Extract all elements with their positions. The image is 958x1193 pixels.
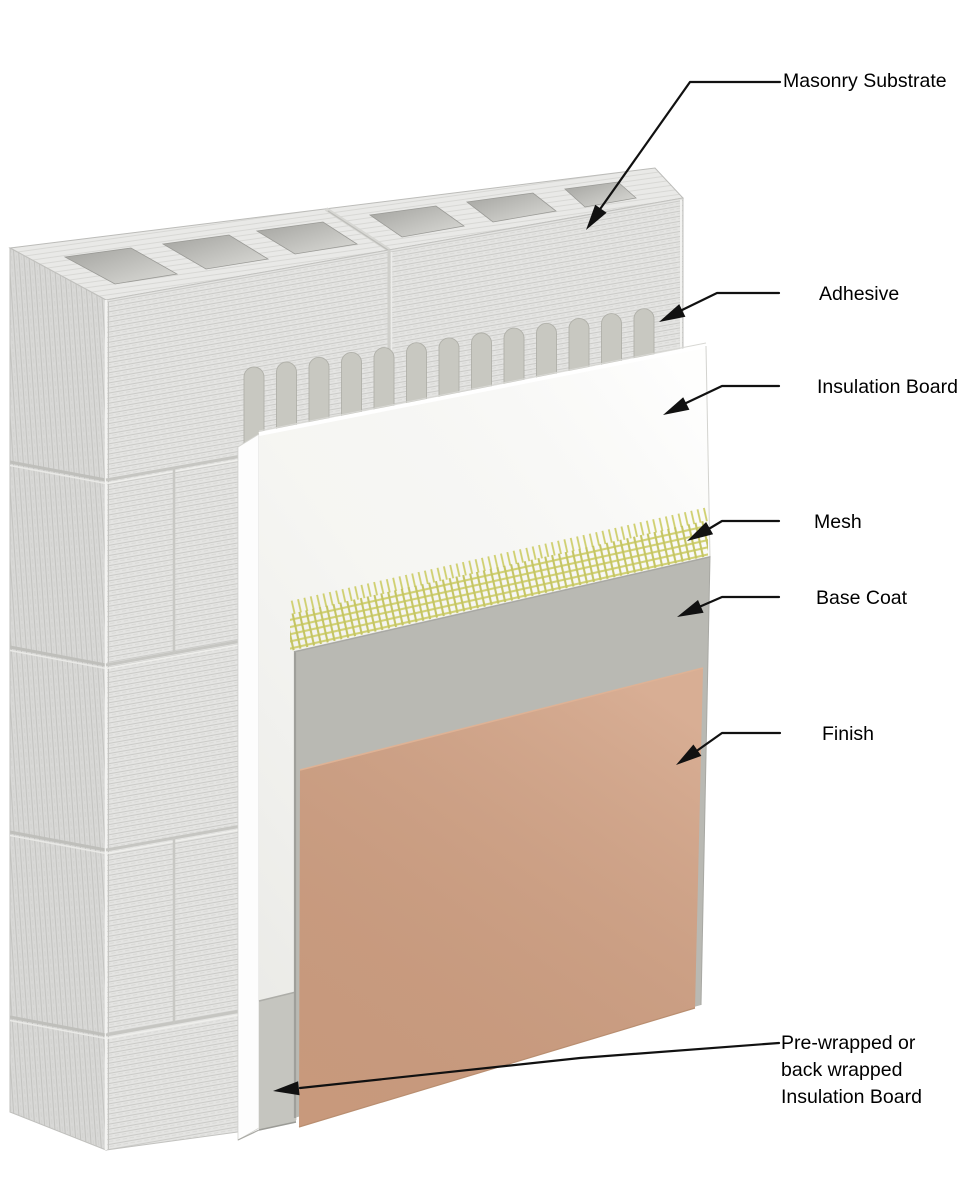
arrowhead-base-coat: [677, 600, 704, 617]
mesh-fringe: [290, 507, 708, 615]
leader-base-coat: [677, 595, 781, 617]
finish-layer: [298, 667, 704, 1128]
leader-mesh: [687, 519, 781, 541]
leader-pre-wrapped: [273, 1041, 781, 1096]
label-adhesive: Adhesive: [819, 283, 900, 305]
label-pre-wrapped-line-1: Pre-wrapped or: [781, 1032, 916, 1054]
label-finish: Finish: [822, 723, 875, 745]
base-coat-top-edge-line: [293, 556, 711, 653]
wrapped-edge-face: [259, 992, 296, 1130]
arrowhead-mesh: [687, 522, 714, 541]
label-masonry-substrate: Masonry Substrate: [783, 70, 947, 92]
label-base-coat: Base Coat: [816, 587, 908, 609]
masonry-bed-joint-highlights: [105, 459, 239, 1040]
mesh-band: [290, 520, 708, 651]
label-mesh: Mesh: [814, 511, 862, 533]
arrowhead-adhesive: [659, 304, 686, 322]
insulation-board-top-edge-line: [258, 342, 707, 432]
leader-masonry-substrate: [586, 80, 782, 230]
masonry-end-joints: [9, 460, 107, 1037]
finish-shading: [299, 668, 703, 1127]
masonry-core-holes: [63, 181, 637, 285]
label-pre-wrapped-line-3: Insulation Board: [781, 1086, 922, 1108]
arrowhead-masonry-substrate: [586, 204, 607, 230]
wrapped-edge-top-line: [258, 991, 297, 1002]
masonry-substrate-wall: [8, 167, 684, 1151]
finish-top-edge-line: [299, 667, 704, 771]
wrapped-insulation-edge: [237, 991, 297, 1141]
masonry-end-face: [9, 247, 107, 1151]
leader-adhesive: [659, 291, 781, 322]
masonry-top-joint-shadow: [327, 210, 392, 253]
leader-finish: [676, 731, 782, 765]
insulation-board-top-rim: [258, 344, 707, 436]
label-pre-wrapped-insulation-board: Pre-wrapped or back wrapped Insulation B…: [781, 1030, 922, 1111]
label-pre-wrapped-line-2: back wrapped: [781, 1059, 903, 1081]
insulation-board-edge: [237, 433, 260, 1141]
arrowhead-finish: [676, 744, 702, 765]
mesh-layer: [290, 507, 711, 653]
insulation-board-right-edge: [705, 345, 711, 559]
base-coat-right-edge: [700, 555, 711, 1006]
board-bottom-edge-line: [237, 1129, 260, 1141]
arrowhead-insulation-board: [663, 397, 690, 415]
label-insulation-board: Insulation Board: [817, 376, 958, 398]
leader-insulation-board: [663, 384, 781, 415]
masonry-end-joint-highlights: [9, 464, 107, 1040]
wrapped-edge-bottom-line: [258, 1121, 297, 1131]
arrowhead-pre-wrapped: [273, 1081, 300, 1096]
masonry-bed-joints: [105, 455, 239, 1037]
leaders: [273, 80, 782, 1096]
